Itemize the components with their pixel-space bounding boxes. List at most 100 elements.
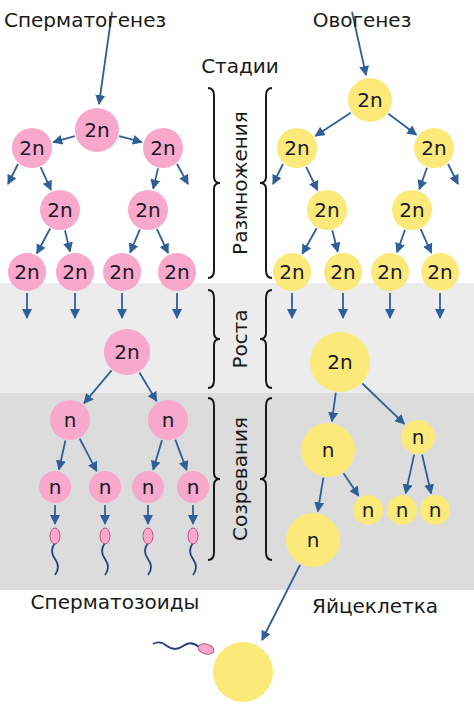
division-arrow: [397, 230, 405, 252]
division-arrow: [362, 383, 404, 423]
cell-circle: 2n: [104, 329, 150, 375]
cell-circle: 2n: [158, 253, 196, 291]
cell-circle: n: [387, 495, 417, 525]
cell-circle: n: [148, 400, 188, 440]
division-arrow: [157, 229, 168, 253]
division-arrow: [119, 136, 142, 142]
loose-arrow: [177, 164, 188, 184]
ploidy-label: n: [162, 410, 175, 430]
cell-circle: n: [401, 420, 435, 454]
cell-circle: 2n: [75, 108, 119, 152]
heading-label: Стадии: [201, 55, 279, 77]
loose-arrow: [54, 505, 56, 524]
cell-circle: 2n: [143, 128, 183, 168]
heading-label: Овогенез: [313, 9, 412, 31]
loose-arrow: [192, 505, 194, 524]
division-arrow: [332, 230, 338, 251]
ploidy-label: 2n: [150, 138, 175, 158]
ploidy-label: 2n: [399, 200, 424, 220]
cell-circle: 2n: [348, 78, 392, 122]
cell-circle: 2n: [277, 128, 317, 168]
division-arrow: [37, 229, 50, 254]
cell-circle: 2n: [8, 253, 46, 291]
ploidy-label: n: [412, 427, 425, 447]
ploidy-label: n: [64, 410, 77, 430]
division-arrow: [139, 373, 156, 402]
division-arrow: [153, 440, 162, 470]
division-arrow: [406, 455, 415, 494]
cell-circle: 2n: [310, 332, 370, 392]
loose-arrow: [26, 293, 28, 318]
division-arrow: [344, 473, 359, 496]
heading-label: Сперматогенез: [4, 9, 166, 31]
division-arrow: [59, 440, 65, 469]
cell-circle: 2n: [324, 253, 362, 291]
loose-arrow: [104, 505, 106, 524]
ploidy-label: 2n: [14, 262, 39, 282]
stage-label: Размножения: [229, 111, 251, 255]
ploidy-label: 2n: [62, 262, 87, 282]
loose-arrow: [262, 565, 300, 640]
loose-arrow: [176, 293, 178, 318]
loose-arrow: [74, 293, 76, 318]
ploidy-label: n: [322, 440, 335, 460]
ploidy-label: n: [187, 477, 200, 497]
stage-label: Роста: [229, 309, 251, 368]
ploidy-label: 2n: [47, 200, 72, 220]
zygote: [213, 642, 273, 702]
cell-circle: n: [420, 495, 450, 525]
cell-circle: 2n: [421, 253, 459, 291]
cell-circle: n: [286, 513, 340, 567]
ploidy-label: n: [307, 530, 320, 550]
ploidy-label: n: [142, 477, 155, 497]
cell-circle: 2n: [56, 253, 94, 291]
ploidy-label: 2n: [357, 90, 382, 110]
division-arrow: [130, 229, 140, 252]
stage-braces: [208, 88, 272, 560]
division-arrow: [175, 440, 186, 470]
cell-circle: 2n: [307, 190, 347, 230]
loose-arrow: [291, 293, 293, 318]
ploidy-label: 2n: [284, 138, 309, 158]
ploidy-label: 2n: [421, 138, 446, 158]
loose-arrow: [147, 505, 149, 524]
loose-arrow: [389, 293, 391, 318]
division-arrow: [153, 168, 158, 188]
division-arrow: [306, 167, 317, 190]
ploidy-label: n: [429, 500, 442, 520]
ploidy-label: 2n: [114, 342, 139, 362]
loose-arrow: [273, 164, 283, 184]
loose-arrow: [121, 293, 123, 318]
cell-circle: 2n: [371, 253, 409, 291]
division-arrow: [388, 114, 416, 135]
heading-label: Сперматозоиды: [31, 591, 200, 613]
cell-circle: 2n: [273, 253, 311, 291]
division-arrow: [422, 455, 431, 494]
cell-circle: 2n: [128, 190, 168, 230]
ploidy-label: 2n: [84, 120, 109, 140]
ploidy-label: 2n: [377, 262, 402, 282]
division-arrow: [41, 167, 51, 190]
ploidy-label: 2n: [135, 200, 160, 220]
cell-circle: 2n: [392, 190, 432, 230]
growth-band: [0, 283, 474, 393]
division-arrow: [315, 113, 350, 136]
division-arrow: [302, 228, 316, 253]
division-arrow: [332, 393, 336, 422]
loose-arrow: [8, 164, 18, 184]
ploidy-label: n: [362, 500, 375, 520]
ploidy-label: 2n: [330, 262, 355, 282]
division-arrow: [84, 370, 111, 403]
cell-circle: n: [132, 471, 164, 503]
heading-label: Яйцеклетка: [312, 595, 438, 617]
division-arrow: [65, 230, 70, 251]
cell-circle: n: [89, 471, 121, 503]
ploidy-label: 2n: [279, 262, 304, 282]
loose-arrow: [439, 293, 441, 318]
division-arrow: [421, 229, 432, 253]
ploidy-label: 2n: [109, 262, 134, 282]
division-arrow: [419, 168, 427, 189]
cell-circle: 2n: [103, 253, 141, 291]
ploidy-label: n: [396, 500, 409, 520]
